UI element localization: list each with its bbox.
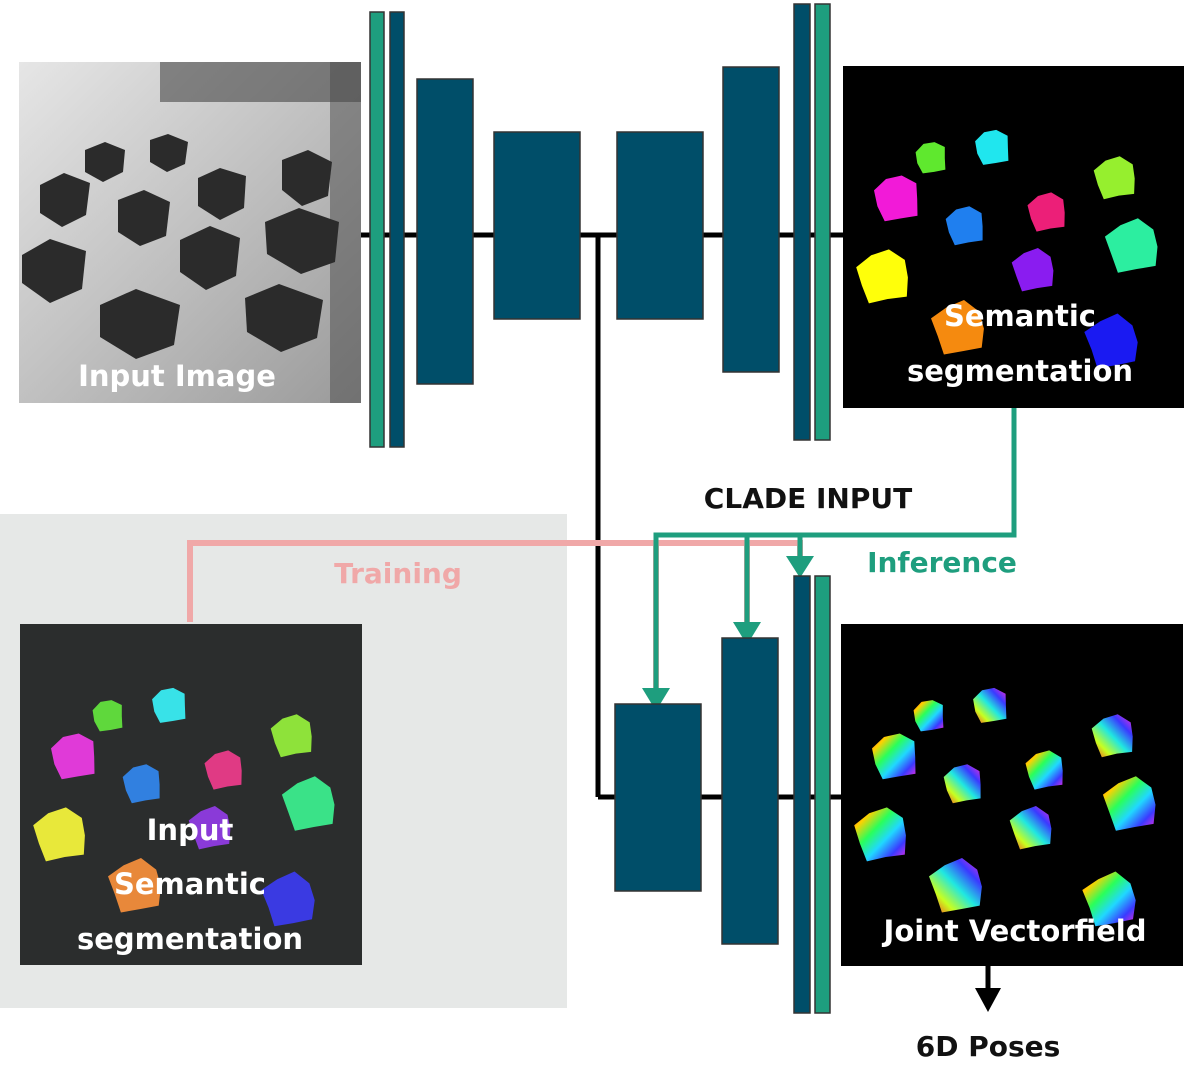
clade-input-label: CLADE INPUT [704,482,912,515]
segment-blob [931,300,984,355]
clade-block-2 [721,637,779,945]
arrow-head-1 [642,688,670,711]
network-blocks [369,3,831,1014]
segment-blob [1011,248,1054,292]
segment-blob [270,714,312,758]
input-bar-blue [389,11,405,448]
segment-blob [1102,776,1156,831]
segment-blob [204,750,242,790]
segment-blob [945,206,983,246]
segment-blob [152,687,186,723]
encoder-block-1 [416,78,474,385]
vf-bar-blue [793,575,811,1014]
semantic-seg-label-line1: Semantic [944,299,1096,333]
segment-blob [856,249,908,304]
segment-blob [1084,313,1138,369]
segment-blob [1027,192,1065,232]
input-seg-label-line1: Input [147,813,234,847]
input-segmentation-panel [20,624,362,965]
segmentation-blobs [856,129,1158,369]
seg-bar-green [814,3,831,441]
segment-blob [1025,750,1063,790]
segment-blob [33,807,85,862]
segment-blob [108,858,161,913]
input-seg-label-line3: segmentation [77,922,303,956]
segment-blob [1082,871,1136,927]
segment-blob [973,687,1007,723]
segment-blob [874,175,918,222]
joint-vectorfield-panel [841,624,1183,966]
input-bar-green [369,11,385,448]
segment-blob [281,776,335,831]
segment-blob [1104,218,1158,273]
input-seg-label-line2: Semantic [114,867,266,901]
input-segmentation-blobs [33,687,335,927]
inference-label: Inference [867,546,1017,579]
semantic-seg-label-line2: segmentation [907,354,1133,388]
input-image-label: Input Image [78,359,276,393]
decoder-block-2 [722,66,780,373]
segment-blob [92,700,123,732]
output-arrowhead [975,988,1001,1012]
segment-blob [1009,806,1052,850]
segment-blob [975,129,1009,165]
training-label: Training [334,557,462,590]
segment-blob [943,764,981,804]
segment-blob [1091,714,1133,758]
segment-blob [1093,156,1135,200]
segment-blob [261,871,315,927]
decoder-block-1 [616,131,704,320]
input-image-panel [19,62,361,403]
segment-blob [872,733,916,780]
clade-block-1 [614,703,702,892]
arrow-head-2 [733,622,761,645]
seg-bar-blue [793,3,811,441]
segment-blob [51,733,95,780]
arrow-head-3 [786,556,814,578]
segment-blob [188,806,231,850]
segment-blob [122,764,160,804]
joint-vectorfield-label: Joint Vectorfield [882,914,1147,948]
segment-blob [915,142,946,174]
poses-label: 6D Poses [916,1030,1061,1063]
segment-blob [854,807,906,862]
vf-bar-green [814,575,831,1014]
segment-blob [929,858,982,913]
encoder-block-2 [493,131,581,320]
vectorfield-blobs [854,687,1156,927]
segment-blob [913,700,944,732]
semantic-segmentation-panel [843,66,1184,408]
